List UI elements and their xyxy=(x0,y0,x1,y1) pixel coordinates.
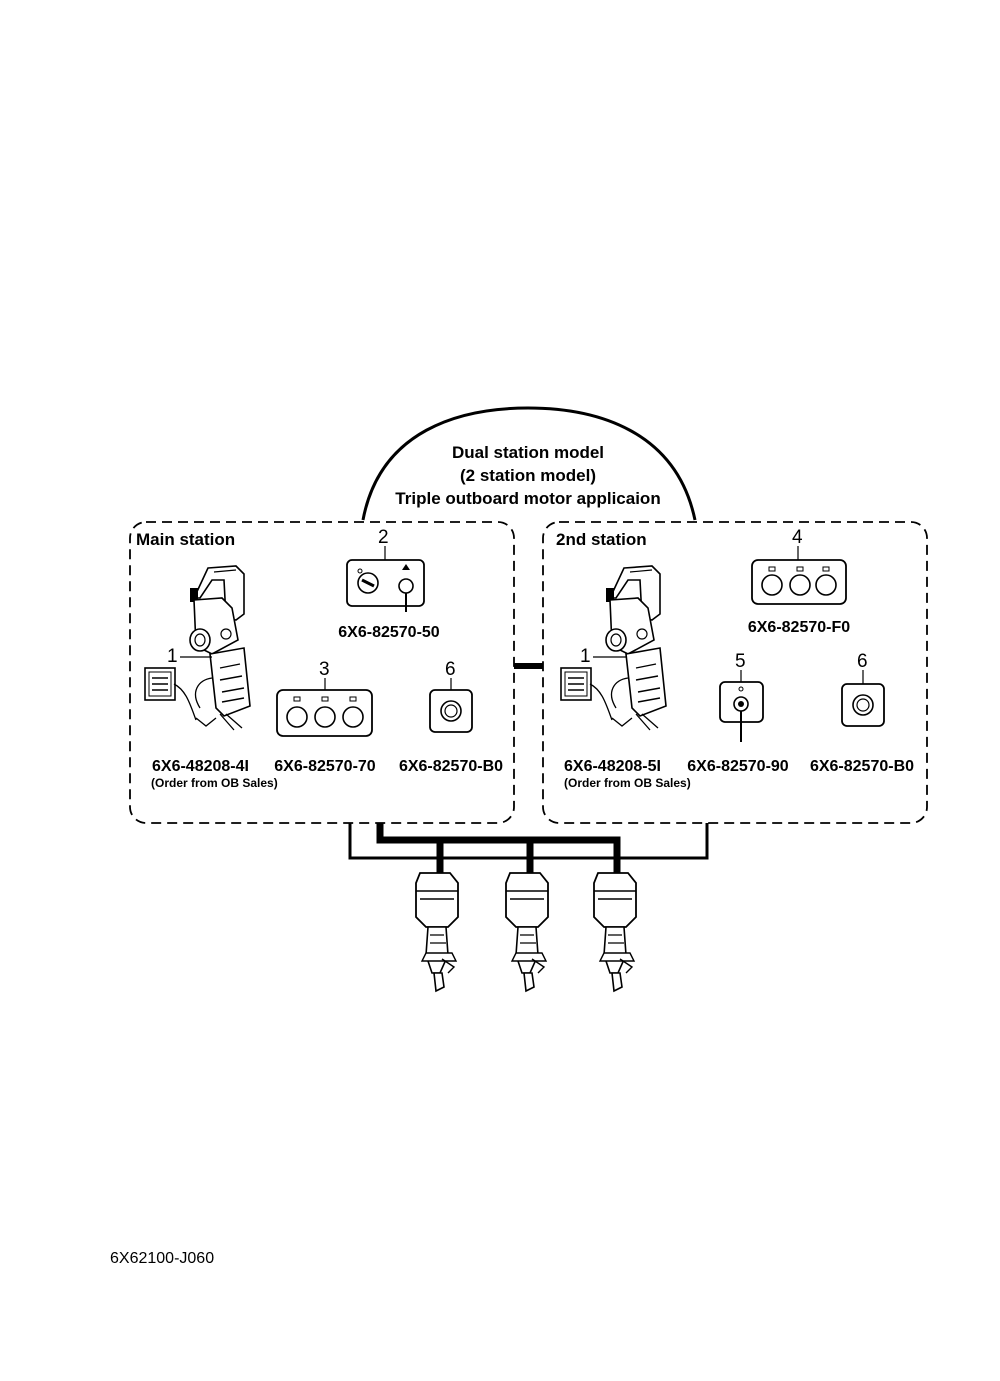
second-triple-switch-panel-illustration xyxy=(751,559,847,605)
main-triple-switch-panel-illustration xyxy=(276,689,373,737)
second-single-switch-part-number: 6X6-82570-B0 xyxy=(810,758,914,775)
second-item-number-1: 1 xyxy=(580,646,591,667)
main-harness xyxy=(376,823,621,878)
footer-code: 6X62100-J060 xyxy=(110,1250,214,1267)
second-remote-control-part-number: 6X6-48208-5I xyxy=(564,758,661,775)
second-item-number-6: 6 xyxy=(857,651,868,672)
title-line-3: Triple outboard motor applicaion xyxy=(395,489,660,508)
main-single-switch-illustration xyxy=(429,689,473,733)
main-item-number-1: 1 xyxy=(167,646,178,667)
outboard-motor-1 xyxy=(415,872,459,992)
main-triple-switch-part-number: 6X6-82570-70 xyxy=(274,758,376,775)
main-switch-panel-part-number: 6X6-82570-50 xyxy=(338,624,440,641)
main-station-label: Main station xyxy=(136,530,235,549)
second-remote-control-note: (Order from OB Sales) xyxy=(564,776,691,790)
main-remote-control-note: (Order from OB Sales) xyxy=(151,776,278,790)
main-switch-panel-illustration xyxy=(346,559,425,612)
second-station-label: 2nd station xyxy=(556,530,647,549)
outboard-motor-2 xyxy=(505,872,549,992)
main-station-box xyxy=(129,521,515,824)
second-key-switch-illustration xyxy=(719,681,764,742)
title-line-1: Dual station model xyxy=(452,443,604,462)
title-arch xyxy=(361,406,697,521)
main-remote-control-part-number: 6X6-48208-4I xyxy=(152,758,249,775)
second-item-number-5: 5 xyxy=(735,651,746,672)
title-line-2: (2 station model) xyxy=(460,466,596,485)
second-triple-switch-part-number: 6X6-82570-F0 xyxy=(748,619,850,636)
outboard-motor-3 xyxy=(593,872,637,992)
main-remote-control-illustration xyxy=(144,565,251,731)
main-item-number-2: 2 xyxy=(378,527,389,548)
main-single-switch-part-number: 6X6-82570-B0 xyxy=(399,758,503,775)
second-key-switch-part-number: 6X6-82570-90 xyxy=(687,758,789,775)
second-station-box xyxy=(542,521,928,824)
second-single-switch-illustration xyxy=(841,683,885,727)
second-item-number-4: 4 xyxy=(792,527,803,548)
second-remote-control-illustration xyxy=(560,565,667,731)
main-item-number-3: 3 xyxy=(319,659,330,680)
main-item-number-6: 6 xyxy=(445,659,456,680)
